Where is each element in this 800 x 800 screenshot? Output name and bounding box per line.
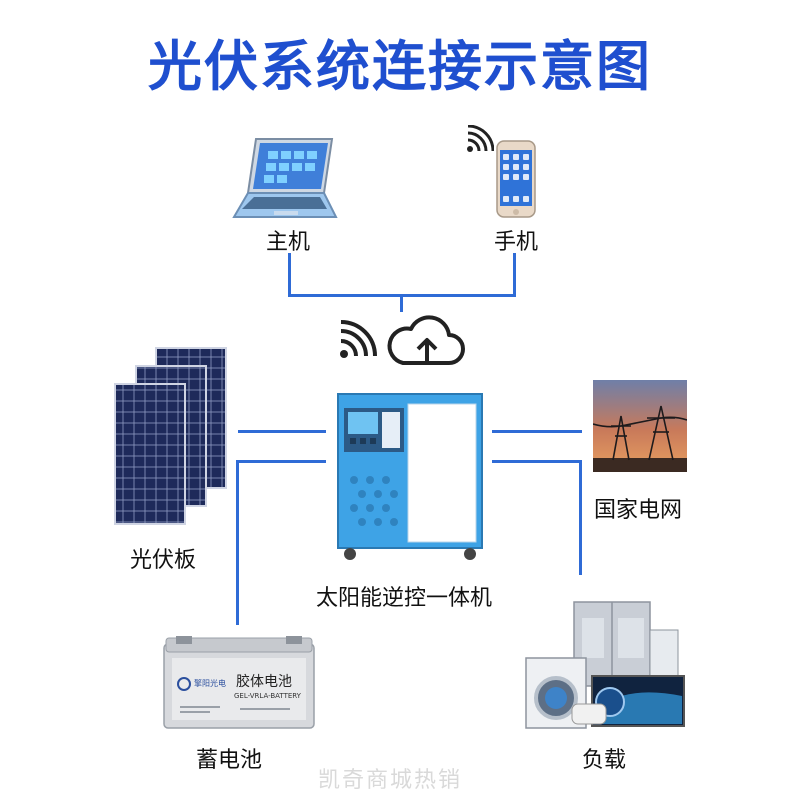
host-label: 主机 xyxy=(266,230,311,255)
watermark-text: 凯奇商城热销 xyxy=(318,768,463,793)
battery-label: 蓄电池 xyxy=(196,748,263,773)
laptop-image xyxy=(232,138,338,218)
cloud-upload-icon xyxy=(387,315,465,365)
solar-panels-image xyxy=(114,347,227,525)
phone-label: 手机 xyxy=(494,230,539,255)
wifi-icon xyxy=(467,125,494,152)
page-title: 光伏系统连接示意图 xyxy=(148,35,652,98)
battery-type-en: GEL-VRLA-BATTERY xyxy=(234,692,302,700)
load-label: 负载 xyxy=(582,748,627,773)
inverter-image xyxy=(337,393,483,560)
load-appliances-image xyxy=(525,601,685,729)
grid-label: 国家电网 xyxy=(594,498,683,523)
battery-type-cn: 胶体电池 xyxy=(236,673,292,690)
inverter-label: 太阳能逆控一体机 xyxy=(316,586,493,611)
battery-image: 擎阳光电 胶体电池 GEL-VRLA-BATTERY xyxy=(163,636,315,729)
phone-image xyxy=(496,140,536,218)
power-grid-image xyxy=(593,380,687,472)
battery-brand: 擎阳光电 xyxy=(194,678,226,688)
solar-label: 光伏板 xyxy=(130,548,197,573)
wifi-icon xyxy=(340,320,377,358)
